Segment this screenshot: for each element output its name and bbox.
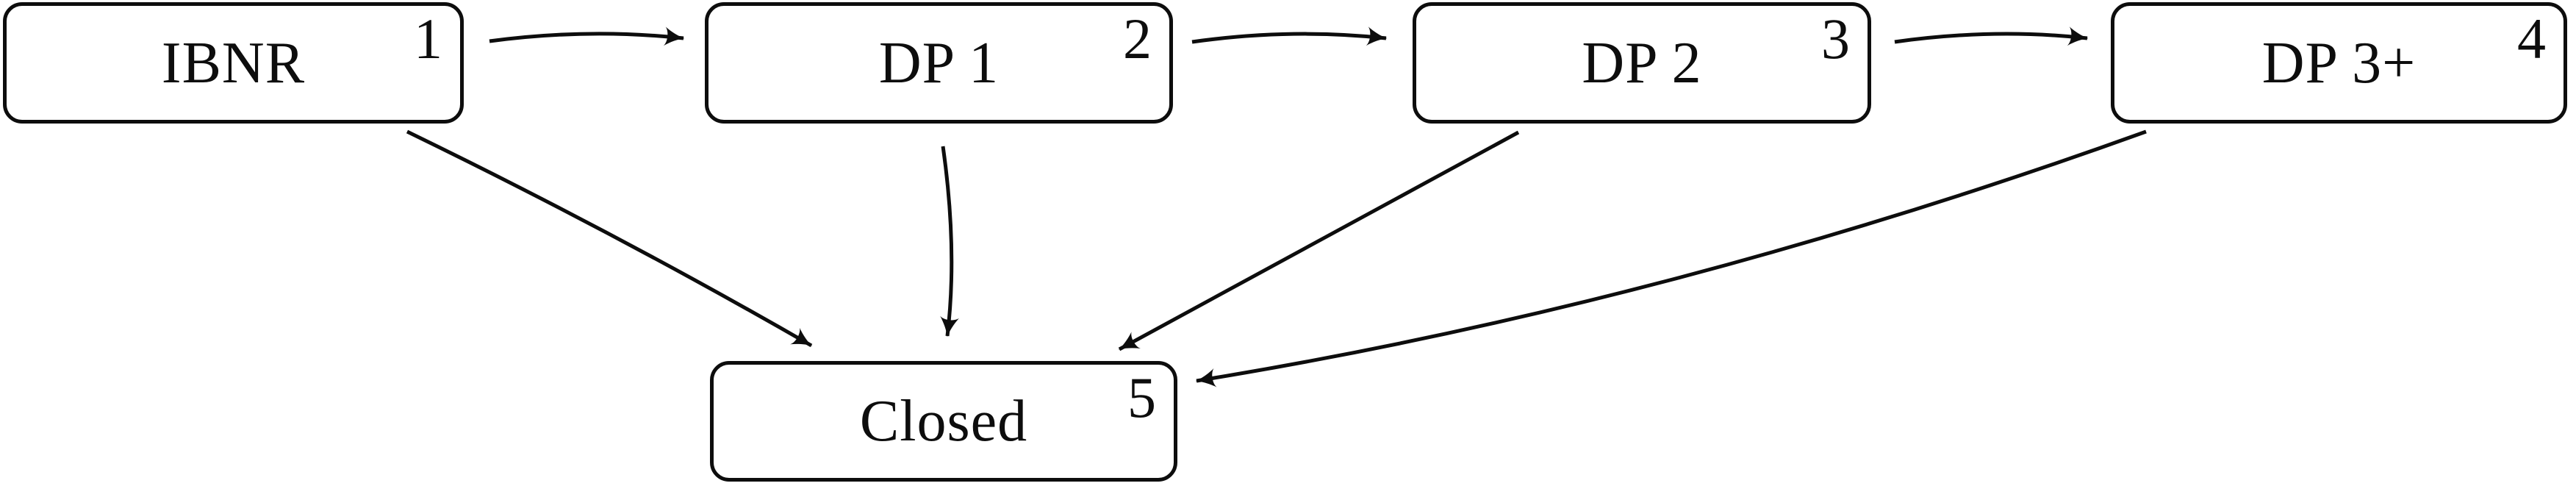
state-number-dp3plus: 4 <box>2517 7 2546 71</box>
edge-ibnr-to-closed <box>406 129 813 348</box>
edge-dp2-to-dp3plus <box>1894 26 2089 46</box>
state-number-closed: 5 <box>1127 365 1156 429</box>
state-label-ibnr: IBNR <box>161 30 306 96</box>
state-number-ibnr: 1 <box>414 7 442 71</box>
state-node-dp2: DP 2 3 <box>1413 2 1871 124</box>
edge-ibnr-to-dp1 <box>489 26 685 46</box>
edge-dp1-to-dp2 <box>1191 26 1388 46</box>
state-node-ibnr: IBNR 1 <box>3 2 464 124</box>
state-label-dp1: DP 1 <box>878 30 1000 96</box>
state-node-dp1: DP 1 2 <box>705 2 1173 124</box>
state-number-dp2: 3 <box>1821 7 1850 71</box>
state-node-dp3plus: DP 3+ 4 <box>2111 2 2567 124</box>
state-label-closed: Closed <box>859 389 1028 454</box>
edge-dp1-to-closed <box>940 146 959 337</box>
edge-dp2-to-closed <box>1118 130 1520 351</box>
state-number-dp1: 2 <box>1123 7 1152 71</box>
state-node-closed: Closed 5 <box>710 361 1177 482</box>
state-label-dp2: DP 2 <box>1582 30 1702 96</box>
state-label-dp3plus: DP 3+ <box>2261 30 2417 96</box>
edge-dp3plus-to-closed <box>1195 129 2147 387</box>
